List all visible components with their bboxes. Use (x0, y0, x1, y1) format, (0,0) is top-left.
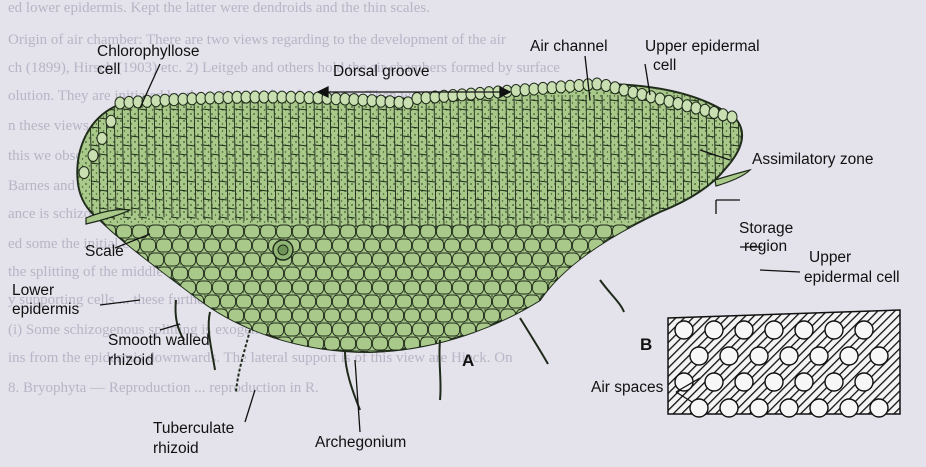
background-text-line: Origin of air chamber: There are two vie… (8, 32, 506, 48)
label-epidermal-cell-right: epidermal cell (804, 269, 900, 286)
label-chlorophyllose-cell: cell (97, 61, 120, 78)
background-text-line: 8. Bryophyta — Reproduction ... reproduc… (8, 380, 319, 396)
rhizoid-5 (520, 318, 548, 364)
label-chlorophyllose: Chlorophyllose (97, 43, 200, 60)
label-air-channel: Air channel (530, 38, 608, 55)
label-upper-right: Upper (809, 249, 851, 266)
label-storage: Storage (739, 220, 793, 237)
midrib (273, 240, 293, 260)
label-smooth-walled: Smooth walled (108, 332, 210, 349)
label-lower: Lower (12, 282, 54, 299)
label-dorsal-groove: Dorsal groove (333, 63, 430, 80)
rhizoid-6 (600, 280, 624, 312)
label-figure-b: B (640, 335, 652, 354)
label-upper-epidermal-top-cell: cell (653, 57, 676, 74)
background-text-line: ed lower epidermis. Kept the latter were… (8, 0, 430, 16)
label-lower-epidermis: epidermis (12, 301, 79, 318)
label-figure-a: A (462, 351, 474, 370)
label-archegonium: Archegonium (315, 434, 406, 451)
rhizoid-4 (439, 340, 440, 400)
label-assimilatory-zone: Assimilatory zone (752, 151, 873, 168)
label-smooth-walled-rhizoid: rhizoid (108, 352, 154, 369)
label-upper-epidermal-top: Upper epidermal (645, 38, 760, 55)
label-scale: Scale (85, 243, 124, 260)
background-text-line: ins from the epidermis downwards. The la… (8, 350, 513, 366)
inset-b-air-spaces (668, 310, 900, 417)
background-text-line: ch (1899), Hirsch (1903) etc. 2) Leitgeb… (8, 60, 560, 76)
label-tuberculate-rhizoid: rhizoid (153, 440, 199, 457)
label-storage-region: region (744, 238, 787, 255)
label-air-spaces: Air spaces (591, 379, 664, 396)
label-tuberculate: Tuberculate (153, 420, 234, 437)
